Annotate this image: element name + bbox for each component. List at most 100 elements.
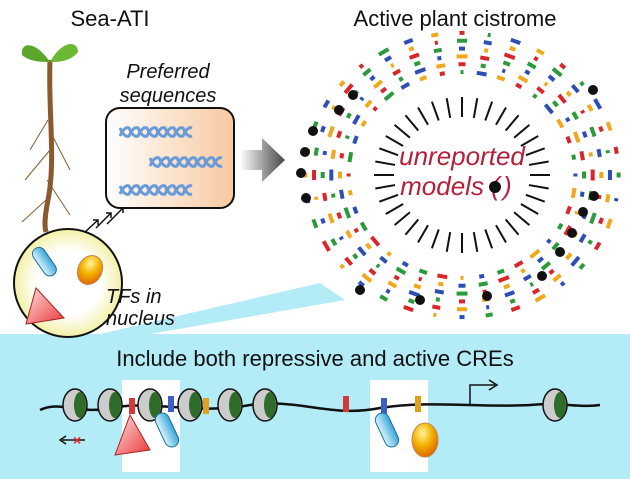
- tree-branch: [385, 203, 404, 215]
- unreported-model-dot: [537, 271, 547, 281]
- motif-logo-letter: [387, 280, 398, 289]
- zoom-wedge: [100, 283, 345, 334]
- motif-logo-letter: [574, 210, 580, 215]
- arrow-head-icon: [58, 435, 67, 445]
- motif-logo-letter: [330, 149, 337, 160]
- unreported-model-dot: [296, 168, 306, 178]
- motif-logo-letter: [478, 273, 485, 279]
- motif-logo-letter: [529, 248, 541, 259]
- motif-logo-letter: [564, 116, 571, 123]
- seedling-illustration: [21, 43, 78, 233]
- motif-logo-letter: [401, 260, 409, 268]
- motif-logo-letter: [357, 280, 365, 288]
- preferred-label-2: sequences: [120, 85, 217, 107]
- motif-logo-letter: [370, 235, 381, 247]
- motif-logo-letter: [485, 312, 493, 318]
- motif-logo-letter: [515, 82, 523, 90]
- motif-logo-letter: [599, 172, 604, 178]
- tree-branch: [378, 193, 399, 203]
- nucleosome-face: [149, 392, 161, 418]
- motif-logo-letter: [413, 60, 421, 67]
- tf-cylinder: [154, 412, 180, 448]
- motif-logo-letter: [504, 290, 516, 298]
- motif-logo-letter: [605, 218, 613, 229]
- tree-branch: [375, 184, 396, 190]
- motif-logo-letter: [552, 273, 562, 283]
- tree-branch: [484, 101, 494, 121]
- motif-logo-letter: [510, 305, 521, 312]
- motif-logo-letter: [372, 79, 384, 89]
- motif-logo-letter: [459, 30, 465, 35]
- motif-logo-letter: [364, 99, 373, 109]
- motif-logo-letter: [346, 173, 351, 177]
- motif-logo-letter: [336, 212, 343, 220]
- motif-logo-letter: [383, 55, 393, 63]
- motif-logo-letter: [593, 241, 602, 251]
- cistrome-center-label-end: ): [500, 171, 512, 201]
- motif-logo-letter: [559, 62, 567, 70]
- motif-logo-letter: [502, 60, 511, 67]
- tree-branch: [520, 135, 539, 147]
- motif-logo-letter: [459, 315, 465, 320]
- left-title: Sea-ATI: [70, 6, 149, 31]
- nucleosome-face: [229, 392, 241, 418]
- motif-logo-letter: [503, 283, 511, 290]
- motif-logo-letter: [556, 118, 565, 129]
- unreported-model-dot: [588, 85, 598, 95]
- motif-logo-letter: [593, 98, 603, 110]
- motif-logo-letter: [546, 238, 552, 244]
- process-arrow: [240, 138, 285, 182]
- motif-logo-letter: [337, 171, 342, 179]
- motif-logo-letter: [414, 67, 427, 75]
- motif-logo-letter: [386, 251, 392, 257]
- unreported-model-dot: [300, 147, 310, 157]
- motif-logo-letter: [353, 227, 360, 234]
- motif-logo-letter: [485, 304, 490, 310]
- right-title: Active plant cistrome: [354, 6, 557, 31]
- unreported-model-dot: [355, 285, 365, 295]
- motif-logo-letter: [578, 233, 587, 244]
- motif-logo-letter: [434, 289, 445, 295]
- motif-logo-letter: [436, 55, 442, 61]
- motif-logo-letter: [458, 62, 466, 67]
- motif-logo-letter: [352, 206, 359, 215]
- motif-logo-letter: [408, 52, 420, 60]
- motif-logo-letter: [460, 70, 464, 75]
- motif-logo-letter: [531, 287, 541, 295]
- motif-logo-letter: [487, 32, 492, 38]
- nucleus-label-2: nucleus: [106, 308, 175, 330]
- motif-logo-letter: [524, 69, 531, 76]
- motif-logo-letter: [359, 96, 365, 102]
- motif-logo-letter: [339, 263, 345, 270]
- motif-logo-letter: [616, 172, 621, 178]
- motif-logo-letter: [613, 197, 619, 202]
- motif-logo-letter: [435, 297, 441, 302]
- motif-logo-letter: [347, 151, 354, 163]
- nucleosome-face: [554, 392, 566, 418]
- motif-logo-letter: [352, 114, 361, 125]
- bottom-panel-title: Include both repressive and active CREs: [116, 346, 513, 371]
- motif-logo-letter: [345, 229, 353, 239]
- motif-logo-letter: [559, 281, 566, 287]
- motif-logo-letter: [403, 38, 414, 45]
- motif-logo-letter: [398, 76, 404, 82]
- motif-logo-letter: [343, 83, 354, 95]
- tree-branch: [445, 231, 452, 252]
- motif-logo-letter: [338, 235, 344, 241]
- nucleosome-face: [109, 392, 121, 418]
- motif-logo-letter: [329, 169, 334, 181]
- unreported-model-dot: [334, 105, 344, 115]
- motif-logo-letter: [476, 70, 487, 77]
- motif-logo-letter: [418, 268, 428, 275]
- motif-logo-letter: [457, 38, 467, 43]
- tree-branch: [430, 101, 440, 121]
- motif-logo-letter: [551, 67, 563, 78]
- motif-logo-letter: [565, 90, 572, 97]
- motif-logo-letter: [359, 221, 368, 232]
- motif-logo-letter: [590, 169, 595, 181]
- motif-logo-letter: [598, 126, 604, 133]
- tree-branch: [404, 114, 420, 132]
- motif-logo-letter: [372, 106, 378, 112]
- tree-branch: [520, 203, 539, 215]
